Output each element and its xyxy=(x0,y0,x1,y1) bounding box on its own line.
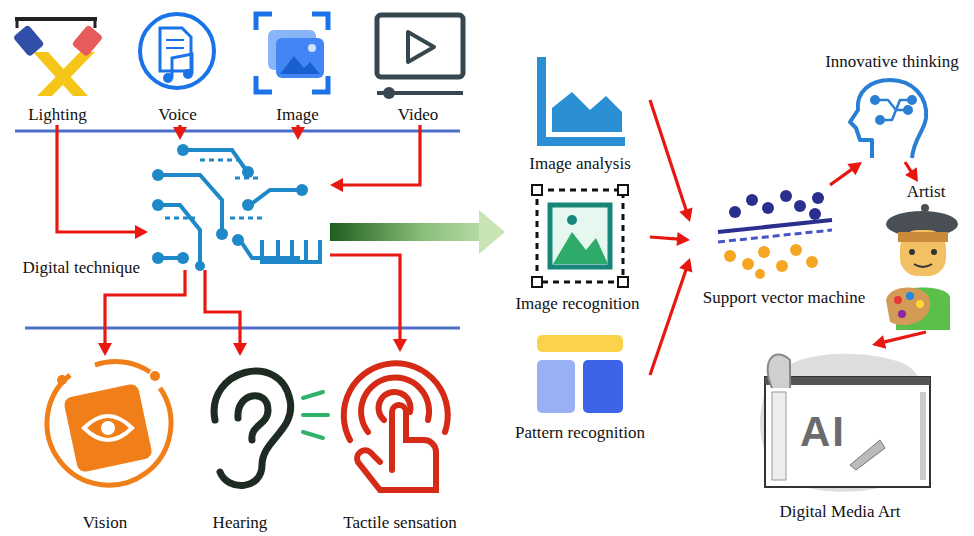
flow-arrow xyxy=(291,125,305,140)
svm-icon xyxy=(718,190,832,279)
node-label: Artist xyxy=(880,182,972,202)
node-label: Hearing xyxy=(190,513,290,533)
arrowhead xyxy=(677,232,690,246)
flow-arrow xyxy=(330,125,420,192)
flow-arrow xyxy=(57,125,148,239)
pattern-recognition-icon xyxy=(537,335,623,413)
connector-line xyxy=(650,268,686,375)
node-label: Support vector machine xyxy=(690,288,878,308)
icon-node: Video xyxy=(368,8,468,125)
separator-line xyxy=(25,327,460,330)
art-label: AI xyxy=(800,408,846,456)
transfer-arrow xyxy=(330,210,505,254)
arrowhead xyxy=(679,207,692,222)
arrowhead xyxy=(98,343,112,356)
separator-line xyxy=(15,130,460,133)
arrowhead xyxy=(291,127,305,140)
flow-arrow xyxy=(905,162,918,182)
arrowhead xyxy=(173,127,187,140)
lighting-icon xyxy=(13,19,104,96)
icon-node: Voice xyxy=(130,8,225,125)
image-icon xyxy=(256,14,328,92)
arrowhead xyxy=(479,210,505,254)
tactile-icon xyxy=(344,363,448,490)
icon-node: Image analysis xyxy=(510,50,650,174)
connector-line xyxy=(883,332,926,342)
connector-line xyxy=(650,237,679,239)
flow-arrow xyxy=(173,125,187,140)
icon-node: Hearing xyxy=(190,356,290,533)
flow-arrow xyxy=(650,100,693,222)
voice-icon xyxy=(140,14,214,88)
arrowhead xyxy=(679,258,692,273)
video-icon xyxy=(377,15,463,99)
icon-node: Support vector machine xyxy=(690,185,878,308)
node-label: Innovative thinking xyxy=(812,52,972,72)
head-icon xyxy=(850,80,926,158)
icon-node: Artist xyxy=(880,182,972,332)
digital-media-art-icon xyxy=(760,354,930,492)
connector-line xyxy=(650,100,687,212)
flow-arrow xyxy=(872,332,926,349)
icon-node: Tactile sensation xyxy=(335,352,465,533)
icon-node: Digital technique xyxy=(148,140,330,270)
hearing-icon xyxy=(214,371,291,486)
circuit-icon xyxy=(160,150,320,265)
arrowhead xyxy=(847,162,862,175)
connector-line xyxy=(330,223,481,241)
connector-line xyxy=(57,125,137,232)
image-analysis-icon xyxy=(537,57,625,146)
connector-line xyxy=(341,125,420,185)
arrowhead xyxy=(330,178,343,192)
image-recognition-icon xyxy=(532,185,628,287)
node-label: Image xyxy=(250,105,345,125)
circuit-dots xyxy=(152,144,308,271)
vision-icon xyxy=(47,362,171,486)
flow-arrow xyxy=(205,270,247,356)
flow-arrow xyxy=(98,270,185,356)
icon-node: Innovative thinking xyxy=(812,52,972,162)
arrowhead xyxy=(135,225,148,239)
node-label: Video xyxy=(368,105,468,125)
node-label: Voice xyxy=(130,105,225,125)
node-label: Lighting xyxy=(10,105,105,125)
flow-arrow xyxy=(650,232,690,246)
icon-node: Image xyxy=(250,8,345,125)
icon-node: Image recognition xyxy=(505,180,650,314)
arrowhead xyxy=(233,343,247,356)
icon-node: Pattern recognition xyxy=(510,330,650,443)
node-label: Image recognition xyxy=(505,294,650,314)
connector-line xyxy=(105,270,185,345)
node-label: Digital Media Art xyxy=(745,502,935,522)
node-label: Pattern recognition xyxy=(510,423,650,443)
artist-icon xyxy=(886,204,958,330)
icon-node: Vision xyxy=(35,356,175,533)
arrowhead xyxy=(872,335,886,349)
connector-line xyxy=(330,255,400,341)
node-label: Image analysis xyxy=(510,154,650,174)
flow-arrow xyxy=(650,258,692,375)
connector-line xyxy=(830,168,853,185)
sound-waves xyxy=(303,392,328,438)
icon-node: Lighting xyxy=(10,8,105,125)
node-label: Vision xyxy=(35,513,175,533)
flow-arrow xyxy=(330,255,407,352)
node-label: Tactile sensation xyxy=(335,513,465,533)
arrowhead xyxy=(905,167,918,182)
flow-arrow xyxy=(830,162,862,185)
arrowhead xyxy=(393,339,407,352)
node-label: Digital technique xyxy=(22,258,140,278)
connector-line xyxy=(205,270,240,345)
